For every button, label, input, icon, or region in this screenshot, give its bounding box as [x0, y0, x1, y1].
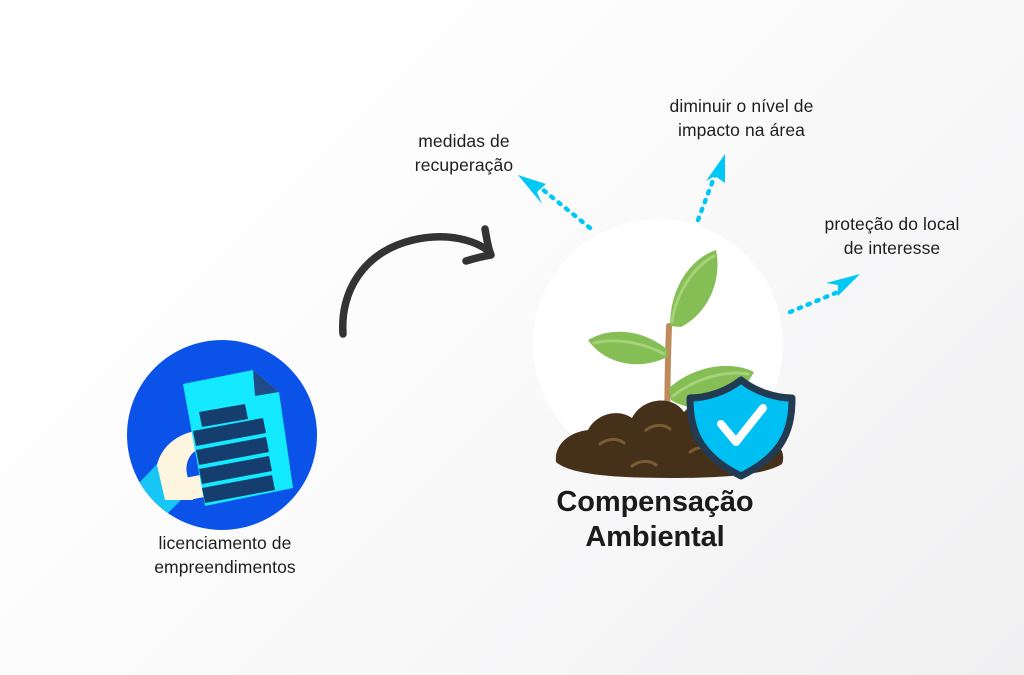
source-node-label: licenciamento de empreendimentos	[154, 533, 296, 578]
outcome-label-diminuir-o-nivel-de-impacto: diminuir o nível de impacto na área	[669, 96, 814, 141]
dotted-arrow-up-right-icon	[787, 274, 860, 315]
dotted-arrow-up-left-icon	[518, 175, 593, 231]
curved-arrow-icon	[339, 225, 495, 338]
outcome-label-protecao-do-local: proteção do local de interesse	[824, 214, 960, 259]
outcome-label-medidas-de-recuperacao: medidas de recuperação	[414, 131, 514, 176]
seedling-shield-icon	[555, 250, 796, 480]
dotted-arrow-up-icon	[695, 154, 725, 223]
target-node-title: Compensação Ambiental	[556, 486, 754, 554]
document-in-hand-icon	[127, 340, 317, 530]
